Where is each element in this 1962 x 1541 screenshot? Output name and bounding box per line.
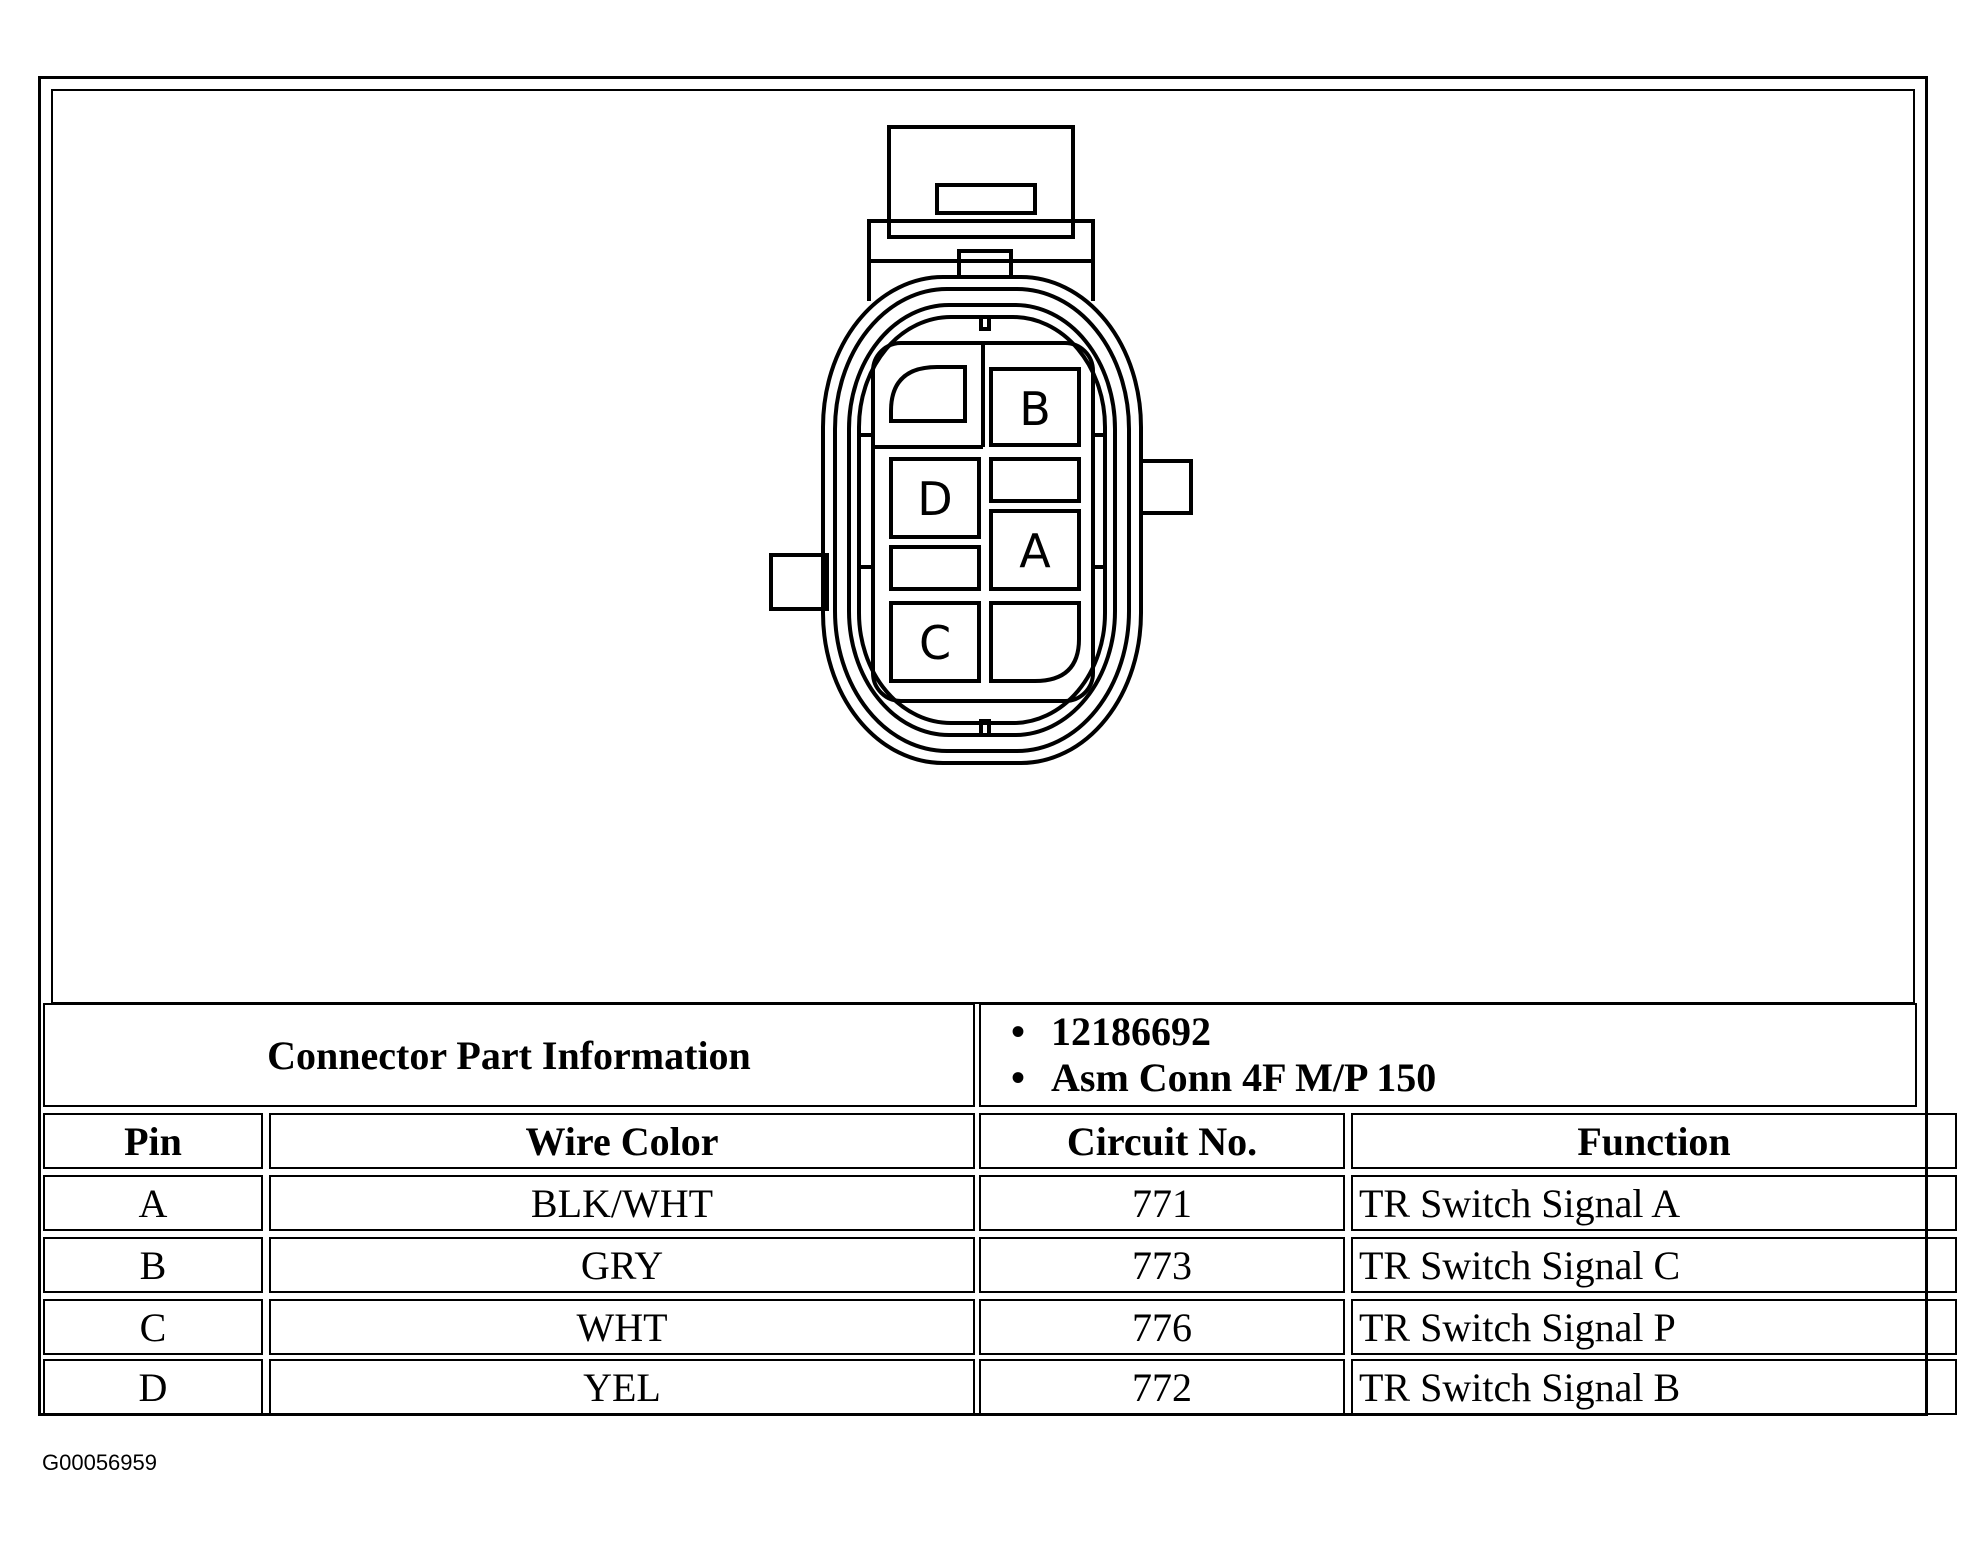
table-row-d-pin: D: [43, 1359, 263, 1415]
part-info-list: 12186692 Asm Conn 4F M/P 150: [979, 1003, 1917, 1107]
table-row-a-function: TR Switch Signal A: [1351, 1175, 1957, 1231]
part-info-title-cell: Connector Part Information: [43, 1003, 975, 1107]
table-row-b-wire-color: GRY: [269, 1237, 975, 1293]
table-row-c-function: TR Switch Signal P: [1351, 1299, 1957, 1355]
table-row-d-wire-color: YEL: [269, 1359, 975, 1415]
part-number: 12186692: [1011, 1009, 1915, 1055]
table-row-b-pin: B: [43, 1237, 263, 1293]
connector-face-drawing: B D A C: [769, 125, 1193, 765]
table-row-b-function: TR Switch Signal C: [1351, 1237, 1957, 1293]
cavity-label-a: A: [1019, 524, 1051, 578]
table-row-c-pin: C: [43, 1299, 263, 1355]
part-info-title: Connector Part Information: [267, 1032, 751, 1078]
header-pin: Pin: [43, 1113, 263, 1169]
part-description: Asm Conn 4F M/P 150: [1011, 1055, 1915, 1101]
table-row-d-function: TR Switch Signal B: [1351, 1359, 1957, 1415]
header-wire-color: Wire Color: [269, 1113, 975, 1169]
figure-id: G00056959: [42, 1450, 157, 1475]
header-function: Function: [1351, 1113, 1957, 1169]
table-row-c-circuit: 776: [979, 1299, 1345, 1355]
header-circuit-no: Circuit No.: [979, 1113, 1345, 1169]
table-row-a-wire-color: BLK/WHT: [269, 1175, 975, 1231]
table-row-d-circuit: 772: [979, 1359, 1345, 1415]
table-row-c-wire-color: WHT: [269, 1299, 975, 1355]
table-row-b-circuit: 773: [979, 1237, 1345, 1293]
connector-info-frame: B D A C Connector Part Information 12186…: [38, 76, 1957, 1416]
cavity-label-c: C: [919, 616, 951, 670]
table-row-a-circuit: 771: [979, 1175, 1345, 1231]
table-row-a-pin: A: [43, 1175, 263, 1231]
connector-diagram-area: B D A C: [51, 89, 1915, 1004]
cavity-label-d: D: [917, 472, 952, 526]
cavity-label-b: B: [1019, 382, 1051, 436]
